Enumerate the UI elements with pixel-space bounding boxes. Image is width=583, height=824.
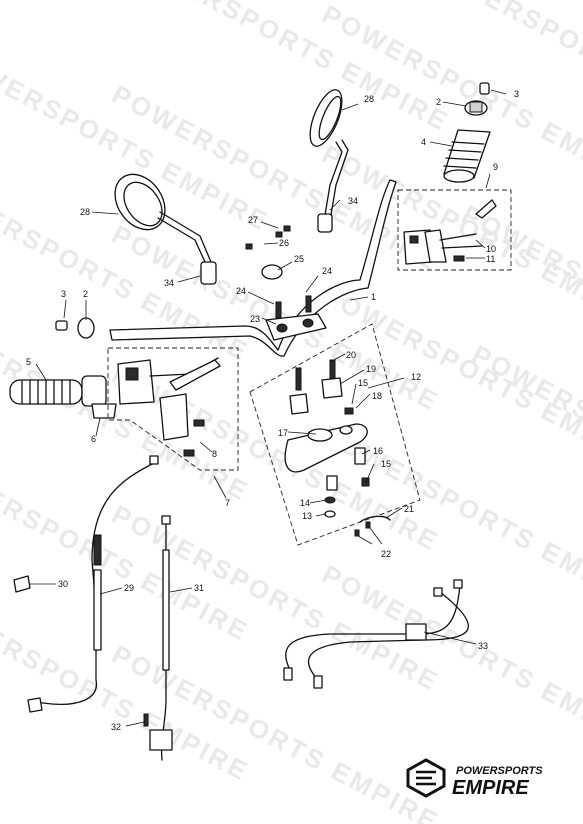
callout-2: 2 — [83, 289, 88, 299]
throttle-cables — [283, 579, 470, 689]
callout-14: 14 — [300, 498, 310, 508]
callout-3: 3 — [61, 289, 66, 299]
callout-21: 21 — [404, 504, 414, 514]
callout-4: 4 — [421, 137, 426, 147]
callout-11: 11 — [486, 254, 495, 264]
clutch-cable — [13, 455, 159, 713]
speedo-cable — [143, 515, 173, 761]
callout-34: 34 — [348, 196, 358, 206]
top-yoke-assembly — [249, 323, 421, 546]
logo-line-2: EMPIRE — [452, 777, 529, 799]
leader-lines — [30, 89, 507, 727]
callout-17: 17 — [278, 428, 288, 438]
callout-9: 9 — [493, 162, 498, 172]
mirror-right — [309, 89, 349, 233]
callout-8: 8 — [212, 449, 217, 459]
switch-housing-right — [397, 189, 512, 271]
callout-3: 3 — [514, 89, 519, 99]
callout-16: 16 — [373, 446, 383, 456]
callout-12: 12 — [411, 372, 421, 382]
callout-6: 6 — [91, 434, 96, 444]
callout-30: 30 — [58, 579, 68, 589]
callout-32: 32 — [111, 722, 121, 732]
callout-25: 25 — [294, 254, 304, 264]
callout-23: 23 — [250, 314, 260, 324]
callout-13: 13 — [302, 511, 312, 521]
callout-26: 26 — [279, 238, 289, 248]
callout-5: 5 — [26, 357, 31, 367]
callout-20: 20 — [346, 350, 356, 360]
powersports-empire-logo: POWERSPORTS EMPIRE — [406, 758, 543, 799]
handlebar — [109, 179, 397, 357]
callout-24: 24 — [322, 266, 332, 276]
callout-33: 33 — [478, 641, 488, 651]
handlebar-clamp-top — [245, 225, 327, 341]
callout-19: 19 — [366, 364, 376, 374]
callout-1: 1 — [371, 292, 376, 302]
callout-7: 7 — [225, 498, 230, 508]
callout-31: 31 — [194, 583, 204, 593]
callout-22: 22 — [381, 549, 391, 559]
mirror-left — [114, 173, 217, 285]
callout-28: 28 — [80, 207, 90, 217]
callout-34: 34 — [164, 278, 174, 288]
empire-emblem-icon — [406, 758, 446, 798]
callout-24: 24 — [236, 286, 246, 296]
grip-right-assembly — [443, 82, 491, 183]
callout-15: 15 — [381, 459, 391, 469]
grip-left-assembly — [9, 317, 117, 419]
callout-27: 27 — [248, 215, 258, 225]
callout-2: 2 — [436, 97, 441, 107]
callout-28: 28 — [364, 94, 374, 104]
logo-line-1: POWERSPORTS — [456, 765, 543, 777]
callout-10: 10 — [486, 244, 496, 254]
circlip — [354, 515, 391, 537]
callout-15: 15 — [358, 378, 368, 388]
callout-labels: 1 2 2 3 3 4 5 6 7 8 9 10 11 12 13 14 15 … — [26, 89, 519, 732]
callout-18: 18 — [372, 391, 382, 401]
callout-29: 29 — [124, 583, 134, 593]
switch-housing-left — [107, 347, 239, 471]
